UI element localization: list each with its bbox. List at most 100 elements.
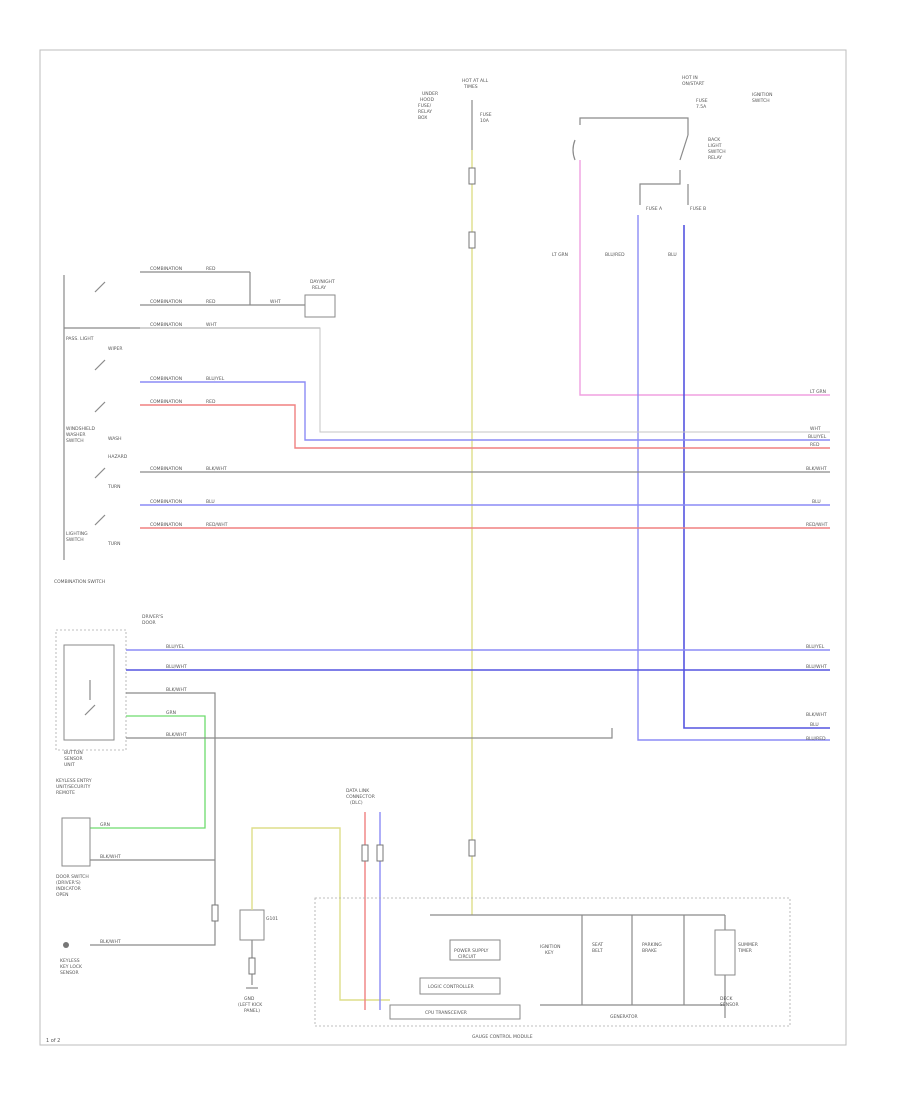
svg-text:DAY/NIGHT: DAY/NIGHT — [310, 279, 335, 285]
svg-text:HOT AT ALL: HOT AT ALL — [462, 78, 489, 84]
gray-wire-3 — [90, 692, 216, 946]
pink-wire — [579, 160, 830, 396]
power-wire-yellow-2 — [251, 827, 390, 1001]
svg-text:7.5A: 7.5A — [696, 104, 707, 110]
svg-text:RED: RED — [810, 442, 820, 448]
svg-text:DATA LINK: DATA LINK — [346, 788, 370, 794]
svg-text:COMBINATION: COMBINATION — [150, 466, 182, 472]
svg-text:PARKING: PARKING — [642, 942, 662, 948]
svg-text:BLU: BLU — [812, 499, 821, 505]
svg-text:BLU/WHT: BLU/WHT — [166, 664, 187, 670]
lower-left-sensors: DOOR SWITCH (DRIVER'S) INDICATOR OPEN KE… — [56, 817, 121, 976]
svg-text:BLU/YEL: BLU/YEL — [206, 376, 225, 382]
svg-text:GENERATOR: GENERATOR — [610, 1014, 638, 1020]
svg-text:WIPER: WIPER — [108, 346, 122, 352]
svg-text:DRIVER'S: DRIVER'S — [142, 614, 163, 620]
svg-text:RED: RED — [206, 399, 216, 405]
svg-text:BLK/WHT: BLK/WHT — [166, 687, 187, 693]
ground-left: G101 GND (LEFT KICK PANEL) — [211, 904, 278, 1014]
red-wire-1 — [140, 404, 830, 449]
diagram-frame — [39, 49, 847, 1046]
svg-text:TIMER: TIMER — [737, 948, 752, 954]
svg-text:(LEFT KICK: (LEFT KICK — [238, 1002, 263, 1008]
svg-text:LIGHT: LIGHT — [708, 143, 722, 149]
svg-text:DOOR: DOOR — [142, 620, 156, 626]
svg-text:BELT: BELT — [592, 948, 603, 954]
pink-wire-label: LT GRN — [552, 252, 568, 258]
svg-text:KEY: KEY — [545, 950, 554, 956]
svg-text:G101: G101 — [266, 916, 278, 922]
svg-text:REMOTE: REMOTE — [56, 790, 75, 796]
svg-text:BLU/YEL: BLU/YEL — [806, 644, 825, 650]
svg-text:HOT IN: HOT IN — [682, 75, 698, 81]
svg-text:COMBINATION: COMBINATION — [150, 322, 182, 328]
svg-text:HAZARD: HAZARD — [108, 454, 128, 460]
svg-text:BLK/WHT: BLK/WHT — [100, 939, 121, 945]
svg-text:KEYLESS: KEYLESS — [60, 958, 80, 964]
svg-text:GRN: GRN — [166, 710, 176, 716]
svg-text:RED/WHT: RED/WHT — [806, 522, 828, 528]
svg-text:UNDER: UNDER — [422, 91, 438, 97]
svg-text:(DRIVER'S): (DRIVER'S) — [56, 880, 81, 886]
svg-text:BUTTON: BUTTON — [64, 750, 83, 756]
relay-box-middle: DAY/NIGHT RELAY — [304, 279, 336, 318]
blue-wire-1 — [140, 381, 830, 441]
svg-text:SENSOR: SENSOR — [720, 1002, 739, 1008]
svg-text:INDICATOR: INDICATOR — [56, 886, 81, 892]
svg-text:SWITCH: SWITCH — [708, 149, 726, 155]
control-unit-left: BUTTON SENSOR UNIT KEYLESS ENTRY UNIT/SE… — [55, 614, 163, 796]
svg-text:FUSE B: FUSE B — [690, 206, 706, 212]
svg-text:SENSOR: SENSOR — [64, 756, 83, 762]
svg-text:BACK: BACK — [708, 137, 721, 143]
svg-text:FUSE/: FUSE/ — [418, 103, 432, 109]
svg-text:WHT: WHT — [270, 299, 281, 305]
svg-text:GND: GND — [244, 996, 255, 1002]
svg-text:WHT: WHT — [810, 426, 821, 432]
svg-text:UNIT: UNIT — [64, 762, 75, 768]
svg-text:UNIT/SECURITY: UNIT/SECURITY — [56, 784, 91, 790]
svg-text:BLU/YEL: BLU/YEL — [166, 644, 185, 650]
svg-text:RED: RED — [206, 299, 216, 305]
svg-text:PASS. LIGHT: PASS. LIGHT — [66, 336, 94, 342]
svg-text:TURN: TURN — [107, 484, 121, 490]
svg-text:BLK/WHT: BLK/WHT — [100, 854, 121, 860]
blue-wire-right — [637, 215, 830, 741]
top-fuse-block: HOT AT ALL TIMES UNDER HOOD FUSE/ RELAY … — [418, 78, 492, 150]
dark-blue-wire-right — [683, 225, 830, 729]
svg-text:COMBINATION: COMBINATION — [150, 399, 182, 405]
svg-text:WASH: WASH — [108, 436, 122, 442]
svg-text:RELAY: RELAY — [708, 155, 722, 161]
gray-wire-1 — [140, 327, 830, 433]
svg-text:COMBINATION: COMBINATION — [150, 266, 182, 272]
svg-text:BLK/WHT: BLK/WHT — [166, 732, 187, 738]
svg-text:RELAY: RELAY — [418, 109, 432, 115]
gray-wire-4 — [126, 728, 613, 739]
svg-text:FUSE A: FUSE A — [646, 206, 663, 212]
svg-text:FUSE: FUSE — [696, 98, 708, 104]
svg-text:(DLC): (DLC) — [350, 800, 363, 806]
svg-text:HOOD: HOOD — [420, 97, 434, 103]
svg-text:CIRCUIT: CIRCUIT — [458, 954, 476, 960]
gauge-control-module: POWER SUPPLY CIRCUIT LOGIC CONTROLLER CP… — [314, 897, 791, 1040]
svg-text:BLK/WHT: BLK/WHT — [806, 466, 827, 472]
svg-text:COMBINATION: COMBINATION — [150, 376, 182, 382]
svg-text:DECK: DECK — [720, 996, 733, 1002]
svg-text:BLU/WHT: BLU/WHT — [806, 664, 827, 670]
svg-text:BLU: BLU — [810, 722, 819, 728]
svg-text:TURN: TURN — [107, 541, 121, 547]
svg-text:SWITCH: SWITCH — [66, 438, 84, 444]
green-wire — [90, 715, 206, 829]
svg-text:LT GRN: LT GRN — [810, 389, 826, 395]
svg-text:COMBINATION: COMBINATION — [150, 522, 182, 528]
svg-text:FUSE: FUSE — [480, 112, 492, 118]
svg-text:BLK/WHT: BLK/WHT — [206, 466, 227, 472]
svg-text:LOGIC CONTROLLER: LOGIC CONTROLLER — [428, 984, 474, 990]
svg-text:WHT: WHT — [206, 322, 217, 328]
svg-text:10A: 10A — [480, 118, 490, 124]
svg-text:KEY LOCK: KEY LOCK — [60, 964, 83, 970]
svg-text:COMBINATION: COMBINATION — [150, 299, 182, 305]
svg-text:SUMMER: SUMMER — [738, 942, 758, 948]
svg-text:DOOR SWITCH: DOOR SWITCH — [56, 874, 89, 880]
inline-connectors-yellow — [468, 167, 476, 857]
